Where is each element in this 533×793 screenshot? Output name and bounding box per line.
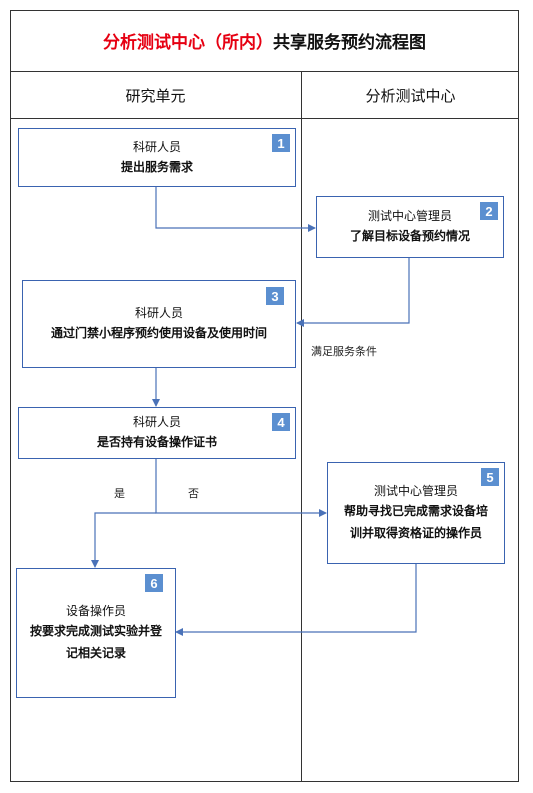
- lane-divider: [301, 72, 302, 782]
- step-3-task: 通过门禁小程序预约使用设备及使用时间: [50, 326, 267, 340]
- yes-label: 是: [114, 487, 125, 500]
- step-2-number-badge: 2: [480, 202, 498, 220]
- step-3-role: 科研人员: [134, 306, 183, 320]
- lane-header-divider: [10, 118, 519, 119]
- title-black-part: 共享服务预约流程图: [273, 33, 426, 53]
- lane-header-test-center: 分析测试中心: [365, 86, 456, 105]
- step-6-number-badge: 6: [145, 574, 163, 592]
- step-5-role: 测试中心管理员: [373, 484, 458, 498]
- step-6-role: 设备操作员: [65, 604, 126, 618]
- step-1-role: 科研人员: [132, 139, 181, 154]
- step-4-number-badge: 4: [272, 413, 290, 431]
- step-5-task-line1: 帮助寻找已完成需求设备培: [343, 504, 488, 518]
- step-4-role: 科研人员: [132, 415, 181, 429]
- lane-header-research-unit: 研究单元: [125, 86, 186, 105]
- step-box-4: 科研人员 是否持有设备操作证书 4: [18, 407, 296, 459]
- step-box-1: 科研人员 提出服务需求 1: [18, 128, 296, 187]
- step-box-6: 设备操作员 按要求完成测试实验并登 记相关记录 6: [16, 568, 176, 698]
- step-1-number-badge: 1: [272, 134, 290, 152]
- step-3-number-badge: 3: [266, 287, 284, 305]
- step-box-5: 测试中心管理员 帮助寻找已完成需求设备培 训并取得资格证的操作员 5: [327, 462, 505, 564]
- step-2-task: 了解目标设备预约情况: [349, 229, 470, 243]
- step-5-number-badge: 5: [481, 468, 499, 486]
- arrow-4-to-5: [155, 459, 327, 517]
- step-1-task: 提出服务需求: [120, 159, 193, 174]
- diagram-title: 分析测试中心（所内） 共享服务预约流程图: [10, 10, 519, 72]
- arrow-4-to-6: [91, 512, 156, 568]
- step-6-task-line2: 记相关记录: [65, 646, 126, 660]
- step-box-3: 科研人员 通过门禁小程序预约使用设备及使用时间 3: [22, 280, 296, 368]
- diagram-frame: [10, 10, 519, 782]
- step-2-role: 测试中心管理员: [367, 209, 452, 223]
- step-box-2: 测试中心管理员 了解目标设备预约情况 2: [316, 196, 504, 258]
- arrow-1-to-2: [155, 187, 316, 232]
- arrow-5-to-6: [175, 564, 417, 636]
- step-5-task-line2: 训并取得资格证的操作员: [349, 526, 482, 540]
- arrow-2-to-3: [296, 258, 410, 327]
- condition-label: 满足服务条件: [311, 345, 377, 358]
- title-red-part: 分析测试中心（所内）: [103, 33, 273, 53]
- no-label: 否: [188, 487, 199, 500]
- step-4-task: 是否持有设备操作证书: [96, 435, 217, 449]
- step-6-task-line1: 按要求完成测试实验并登: [29, 624, 162, 638]
